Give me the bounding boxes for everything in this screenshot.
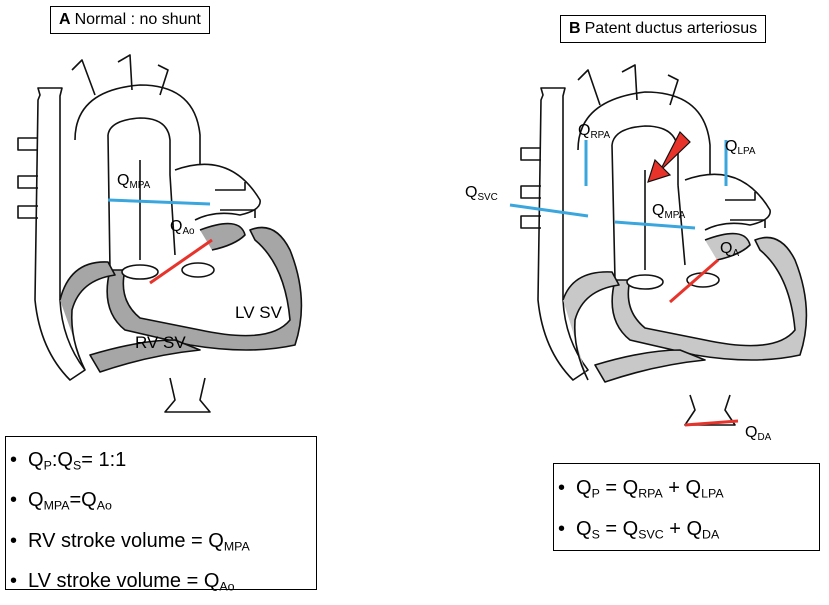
panel-b-title-text: Patent ductus arteriosus	[584, 20, 758, 37]
bullet-subscript: SVC	[638, 527, 664, 542]
bullet-subscript: P	[43, 458, 52, 473]
qsvc-line-b	[509, 203, 589, 218]
bullet-text: RV stroke volume = Q	[28, 529, 224, 552]
bullet-text: =Q	[69, 489, 97, 512]
label-qlpa-b: QLPA	[725, 138, 756, 157]
heart-a-drawing	[17, 54, 303, 413]
bullet-text: Q	[576, 518, 592, 541]
panel-a-title-text: Normal : no shunt	[74, 11, 201, 28]
bullet-subscript: MPA	[223, 539, 250, 554]
label-qao-a: QAo	[170, 218, 195, 237]
ductus-flow-arrow	[647, 130, 691, 183]
label-qrpa-b: QRPA	[578, 122, 611, 141]
bullet-text: = Q	[599, 518, 639, 541]
bullet-subscript: S	[591, 527, 600, 542]
summary-bullet: LV stroke volume = QAo	[6, 564, 316, 604]
summary-bullet: RV stroke volume = QMPA	[6, 524, 316, 564]
label-lv-sv: LV SV	[235, 303, 282, 322]
bullet-text: :Q	[51, 449, 73, 471]
heart-b-drawing	[520, 64, 808, 426]
label-rv-sv: RV SV	[135, 333, 186, 352]
bullet-text: = 1:1	[81, 449, 127, 471]
label-qda-b: QDA	[745, 424, 772, 443]
bullet-subscript: S	[72, 458, 82, 473]
bullet-subscript: Ao	[219, 579, 235, 594]
panel-a-summary: QP:QS= 1:1QMPA=QAoRV stroke volume = QMP…	[5, 436, 317, 600]
bullet-text: Q	[28, 489, 44, 512]
label-qmpa-b: QMPA	[652, 202, 686, 221]
summary-bullet: QP = QRPA + QLPA	[554, 470, 819, 511]
summary-bullet: QP:QS= 1:1	[6, 443, 316, 483]
label-qmpa-a: QMPA	[117, 172, 151, 191]
bullet-text: Q	[576, 477, 592, 499]
bullet-text: LV stroke volume = Q	[28, 570, 220, 593]
panel-a-letter: A	[59, 11, 71, 28]
qda-line-b	[684, 419, 739, 427]
bullet-subscript: DA	[702, 527, 720, 542]
summary-bullet: QMPA=QAo	[6, 483, 316, 523]
bullet-subscript: MPA	[43, 498, 70, 513]
bullet-text: = Q	[599, 477, 639, 499]
qmpa-line-a	[107, 198, 211, 206]
bullet-text: Q	[28, 449, 44, 471]
qa-line-b	[669, 258, 719, 304]
summary-bullet: QS = QSVC + QDA	[554, 511, 819, 552]
qmpa-line-b	[614, 220, 696, 230]
bullet-subscript: LPA	[701, 486, 724, 501]
bullet-subscript: RPA	[638, 486, 663, 501]
panel-b-letter: B	[569, 20, 581, 37]
label-qa-b: QA	[720, 240, 740, 259]
bullet-subscript: P	[591, 486, 600, 501]
label-qsvc-b: QSVC	[465, 184, 498, 203]
bullet-subscript: Ao	[96, 498, 112, 513]
qao-line-a	[149, 238, 213, 285]
bullet-text: + Q	[663, 518, 703, 541]
bullet-text: + Q	[662, 477, 702, 499]
